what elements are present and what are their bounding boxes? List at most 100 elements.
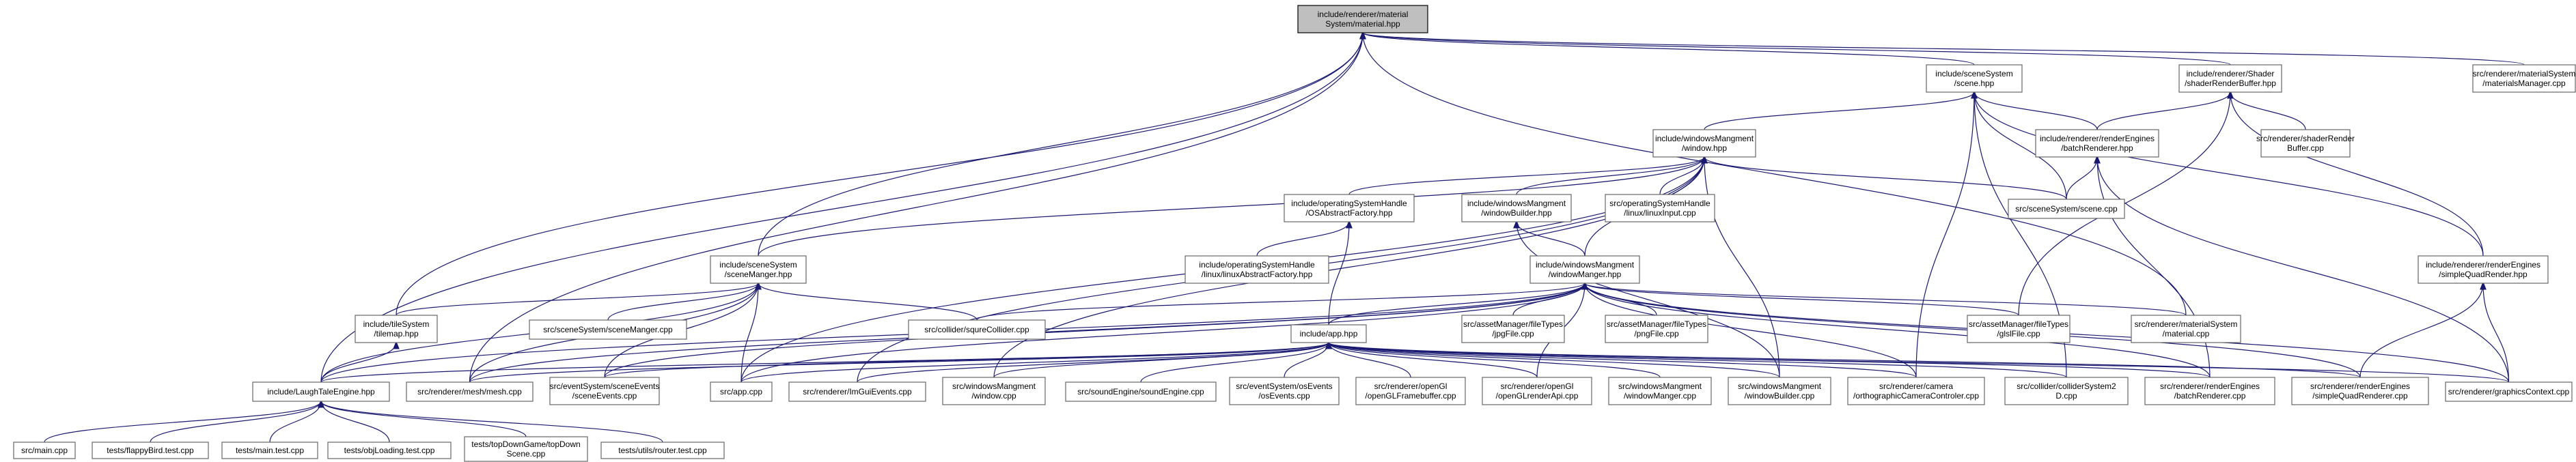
node-squreCollider_cpp[interactable]: src/collider/squreCollider.cpp [908,319,1046,340]
node-materialsManager_cpp[interactable]: src/renderer/materialSystem/materialsMan… [2472,64,2576,93]
node-box [1461,315,1565,343]
graph-nodes: include/renderer/materialSystem/material… [13,5,2576,462]
node-label: include/operatingSystemHandle [1199,260,1315,270]
node-label: src/renderer/materialSystem [2135,319,2238,329]
edge-app_cpp-to-app_hpp [740,343,1329,383]
node-pngFile_cpp[interactable]: src/assetManager/fileTypes/pngFile.cpp [1605,315,1708,343]
node-label: tests/utils/router.test.cpp [618,446,707,455]
node-main_test_cpp[interactable]: tests/main.test.cpp [221,442,318,459]
node-windowManger_hpp[interactable]: include/windowsMangment/windowManger.hpp [1529,255,1640,284]
node-label: /jpgFile.cpp [1492,329,1534,338]
node-shaderRenderBuffer_cpp[interactable]: src/renderer/shaderRenderBuffer.cpp [2256,129,2355,158]
node-box [355,315,438,343]
edge-batchRenderer_hpp-to-scene_hpp [1974,92,2098,130]
node-label: /window.cpp [971,391,1016,401]
node-scene_hpp[interactable]: include/sceneSystem/scene.hpp [1926,64,2023,93]
node-mesh_cpp[interactable]: src/renderer/mesh/mesh.cpp [406,381,534,402]
node-box [2260,129,2351,158]
node-orthographicCameraControler_cpp[interactable]: src/renderer/camera/orthographicCameraCo… [1847,377,1985,405]
edge-window_cpp-to-app_hpp [993,343,1329,378]
node-material_hpp[interactable]: include/renderer/materialSystem/material… [1297,5,1428,33]
node-batchRenderer_cpp[interactable]: src/renderer/renderEngines/batchRenderer… [2144,377,2275,405]
node-window_hpp[interactable]: include/windowsMangment/window.hpp [1652,129,1756,158]
node-openGLFramebuffer_cpp[interactable]: src/renderer/openGl/openGLFramebuffer.cp… [1355,377,1466,405]
node-main_cpp[interactable]: src/main.cpp [13,442,76,459]
edge-topDownScene_cpp-to-LaughTaleEngine_hpp [321,401,527,437]
node-soundEngine_cpp[interactable]: src/soundEngine/soundEngine.cpp [1065,381,1217,402]
node-box [908,319,1046,340]
node-material_cpp[interactable]: src/renderer/materialSystem/material.cpp [2131,315,2241,343]
node-label: /windowManger.cpp [1624,391,1696,401]
edge-sceneManger_hpp-to-window_hpp [758,157,1704,257]
node-box [2445,381,2573,402]
node-label: D.cpp [2055,391,2077,401]
node-router_test_cpp[interactable]: tests/utils/router.test.cpp [600,442,725,459]
node-box [710,381,773,402]
node-app_cpp[interactable]: src/app.cpp [710,381,773,402]
node-LaughTaleEngine_hpp[interactable]: include/LaughTaleEngine.hpp [252,381,390,402]
edge-batchRenderer_cpp-to-windowManger_hpp [1585,283,2211,378]
node-jpgFile_cpp[interactable]: src/assetManager/fileTypes/jpgFile.cpp [1461,315,1565,343]
node-label: /shaderRenderBuffer.hpp [2185,78,2276,88]
node-label: src/windowsMangment [1738,381,1822,391]
edge-window_hpp-to-scene_hpp [1704,92,1974,130]
node-window_cpp[interactable]: src/windowsMangment/window.cpp [942,377,1046,405]
node-box [1290,324,1367,343]
node-sceneManger_hpp[interactable]: include/sceneSystem/sceneManger.hpp [710,255,807,284]
node-windowBuilder_cpp[interactable]: src/windowsMangment/windowBuilder.cpp [1728,377,1831,405]
node-label: /sceneEvents.cpp [572,391,637,401]
node-box [1297,5,1428,33]
edge-orthographicCameraControler_cpp-to-scene_hpp [1915,92,1974,378]
node-OSAbstractFactory_hpp[interactable]: include/operatingSystemHandle/OSAbstract… [1284,194,1415,222]
node-ImGuiEvents_cpp[interactable]: src/renderer/ImGuiEvents.cpp [788,381,926,402]
node-label: src/renderer/renderEngines [2310,381,2410,391]
node-windowBuilder_hpp[interactable]: include/windowsMangment/windowBuilder.hp… [1461,194,1572,222]
edge-graphicsContext_cpp-to-app_hpp [1329,343,2510,383]
node-batchRenderer_hpp[interactable]: include/renderer/renderEngines/batchRend… [2035,129,2159,158]
node-app_hpp[interactable]: include/app.hpp [1290,324,1367,343]
node-box [788,381,926,402]
node-box [92,442,209,459]
node-label: /windowManger.hpp [1549,270,1622,279]
node-objLoading_test_cpp[interactable]: tests/objLoading.test.cpp [327,442,452,459]
edge-windowBuilder_hpp-to-window_hpp [1516,157,1704,195]
edge-batchRenderer_hpp-to-shaderRenderBuffer_hpp [2096,92,2230,130]
node-label: /materialsManager.cpp [2482,78,2566,88]
node-label: /openGLFramebuffer.cpp [1365,391,1456,401]
node-label: include/renderer/renderEngines [2040,134,2155,143]
node-label: /orthographicCameraControler.cpp [1853,391,1979,401]
node-sceneEvents_cpp[interactable]: src/eventSystem/sceneEvents/sceneEvents.… [549,377,660,405]
edge-sceneEvents_cpp-to-app_hpp [604,343,1329,378]
node-box [1065,381,1217,402]
node-box [549,377,660,405]
node-flappyBird_test_cpp[interactable]: tests/flappyBird.test.cpp [92,442,209,459]
node-graphicsContext_cpp[interactable]: src/renderer/graphicsContext.cpp [2445,381,2573,402]
node-linuxAbstractFactory_hpp[interactable]: include/operatingSystemHandle/linux/linu… [1185,255,1329,284]
node-box [1608,377,1712,405]
edge-linuxAbstractFactory_hpp-to-OSAbstractFactory_hpp [1256,222,1349,257]
node-box [2144,377,2275,405]
node-shaderRenderBuffer_hpp[interactable]: include/renderer/Shader/shaderRenderBuff… [2178,64,2282,93]
node-osEvents_cpp[interactable]: src/eventSystem/osEvents/osEvents.cpp [1229,377,1340,405]
node-label: src/assetManager/fileTypes [1607,319,1706,329]
node-linuxInput_cpp[interactable]: src/operatingSystemHandle/linux/linuxInp… [1605,194,1715,222]
node-box [942,377,1046,405]
node-label: src/renderer/mesh/mesh.cpp [417,387,522,396]
node-glslFile_cpp[interactable]: src/assetManager/fileTypes/glslFile.cpp [1967,315,2071,343]
node-windowManger_cpp[interactable]: src/windowsMangment/windowManger.cpp [1608,377,1712,405]
edge-glslFile_cpp-to-windowManger_hpp [1585,283,2019,316]
node-simpleQuadRenderer_cpp[interactable]: src/renderer/renderEngines/simpleQuadRen… [2291,377,2429,405]
node-sceneManger_cpp[interactable]: src/sceneSystem/sceneManger.cpp [529,319,687,340]
edge-LaughTaleEngine_hpp-to-material_hpp [320,33,1363,383]
node-tilemap_hpp[interactable]: include/tileSystem/tilemap.hpp [355,315,438,343]
node-scene_cpp[interactable]: src/sceneSystem/scene.cpp [2008,199,2125,219]
edge-main_cpp-to-LaughTaleEngine_hpp [44,401,321,443]
node-box [1185,255,1329,284]
node-label: /simpleQuadRender.hpp [2439,270,2527,279]
node-simpleQuadRender_hpp[interactable]: include/renderer/renderEngines/simpleQua… [2418,255,2549,284]
node-label: include/renderer/renderEngines [2426,260,2540,270]
node-label: Scene.cpp [507,449,546,459]
node-openGLrenderApi_cpp[interactable]: src/renderer/openGl/openGLrenderApi.cpp [1482,377,1592,405]
